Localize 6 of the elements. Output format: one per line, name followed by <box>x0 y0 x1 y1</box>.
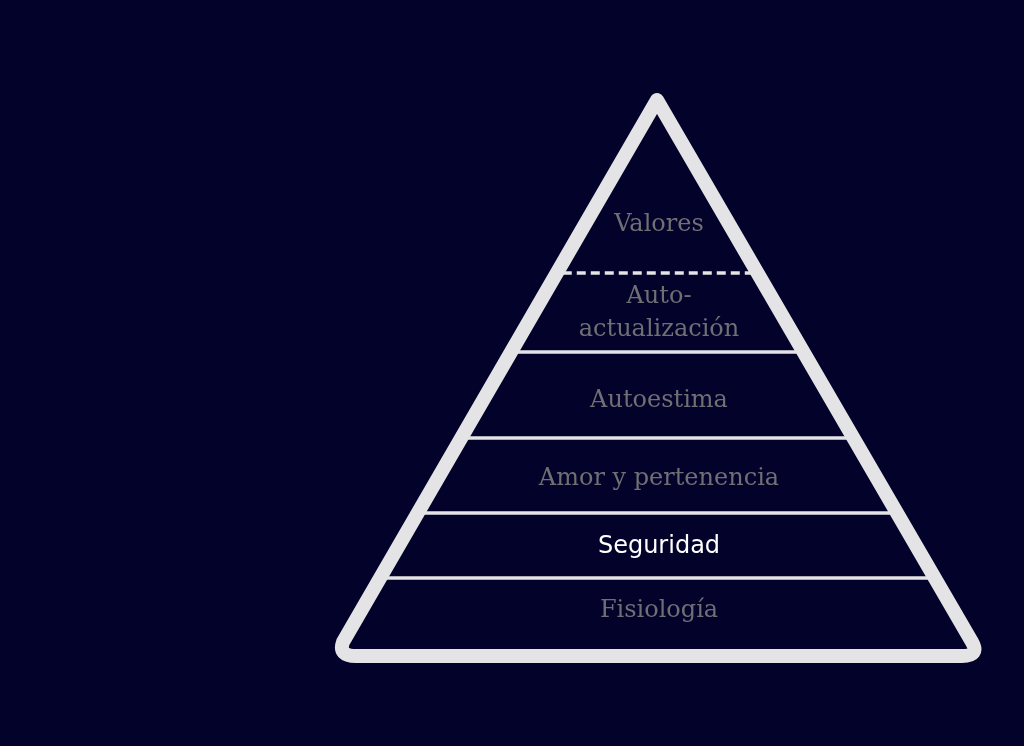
pyramid-level-label: Valores <box>559 207 759 240</box>
pyramid-level-label: Auto- actualización <box>549 279 769 345</box>
pyramid-level-label: Fisiología <box>509 593 809 626</box>
pyramid-level-label: Autoestima <box>529 383 789 416</box>
pyramid-level-label: Amor y pertenencia <box>494 461 824 494</box>
pyramid-level-label: Seguridad <box>509 529 809 562</box>
